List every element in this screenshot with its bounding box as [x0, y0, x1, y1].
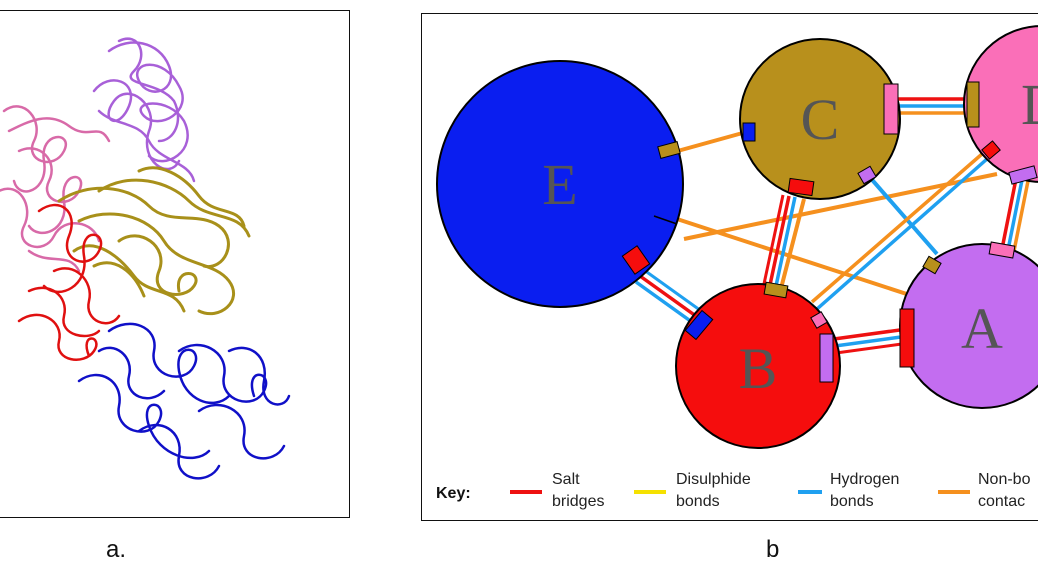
node-b-patch-pink: [810, 311, 828, 329]
edge-b-a: [833, 327, 910, 355]
legend-label-hydrogen-2: bonds: [830, 493, 874, 510]
node-c: C: [739, 38, 901, 200]
legend-item-salt-bridges: Salt bridges: [510, 471, 604, 510]
legend-label-salt-1: Salt: [552, 471, 580, 488]
node-e-patch-gold: [657, 141, 681, 159]
node-b-patch-gold: [763, 281, 789, 299]
node-d-patch-purple: [1008, 165, 1038, 185]
node-a: A: [899, 241, 1038, 409]
edge-d-a: [1000, 173, 1031, 252]
legend-label-hydrogen-1: Hydrogen: [830, 471, 899, 488]
chain-gold: [57, 166, 251, 316]
chain-purple: [92, 37, 196, 183]
node-c-patch-pink: [883, 83, 899, 135]
node-b-patch-blue: [684, 309, 714, 341]
node-d: D: [963, 25, 1038, 185]
node-b-patch-purple: [819, 333, 834, 383]
protein-structure-panel: [0, 10, 350, 518]
node-e-circle: [436, 60, 684, 308]
node-a-label: A: [961, 296, 1003, 361]
edge-b-d: [810, 152, 989, 311]
node-d-patch-red: [981, 140, 1001, 160]
legend-label-salt-2: bridges: [552, 493, 604, 510]
protein-ribbon-image: [0, 37, 291, 480]
node-c-patch-blue: [742, 122, 756, 142]
legend: Key: Salt bridges Disulphide bonds Hydro…: [436, 471, 1031, 510]
connections: [634, 97, 1031, 355]
node-e: E: [436, 60, 684, 308]
legend-label-disulphide-1: Disulphide: [676, 471, 751, 488]
legend-item-disulphide: Disulphide bonds: [634, 471, 751, 510]
panel-b-caption: b: [766, 536, 780, 563]
edge-e-b: [634, 268, 705, 327]
legend-label-disulphide-2: bonds: [676, 493, 720, 510]
node-a-patch-gold: [922, 255, 942, 275]
interaction-diagram: E C D B: [436, 25, 1038, 510]
node-b-circle: [675, 283, 841, 449]
node-e-label: E: [542, 152, 577, 217]
node-c-label: C: [801, 87, 840, 152]
node-c-patch-red: [787, 177, 815, 197]
legend-title: Key:: [436, 485, 471, 502]
node-b-label: B: [739, 336, 778, 401]
node-d-circle: [963, 25, 1038, 183]
node-a-patch-pink: [988, 241, 1016, 259]
node-b: B: [675, 281, 841, 449]
legend-label-non-bonded-1: Non-bo: [978, 471, 1031, 488]
legend-item-hydrogen: Hydrogen bonds: [798, 471, 899, 510]
panel-a-caption: a.: [106, 536, 127, 563]
node-a-patch-red: [899, 308, 915, 368]
edge-c-d: [892, 97, 972, 115]
legend-item-non-bonded: Non-bo contac: [938, 471, 1031, 510]
node-c-circle: [739, 38, 901, 200]
node-d-patch-gold: [966, 81, 980, 128]
interaction-diagram-panel: E C D B: [421, 13, 1038, 521]
node-d-label: D: [1021, 72, 1038, 137]
node-c-patch-purple: [857, 165, 877, 185]
legend-label-non-bonded-2: contac: [978, 493, 1025, 510]
node-e-patch-red: [621, 245, 651, 275]
chain-pink: [0, 105, 111, 273]
edge-c-a-hydrogen: [865, 172, 939, 256]
edge-c-b: [759, 194, 797, 301]
chain-red: [17, 203, 121, 361]
chain-blue: [77, 322, 291, 480]
